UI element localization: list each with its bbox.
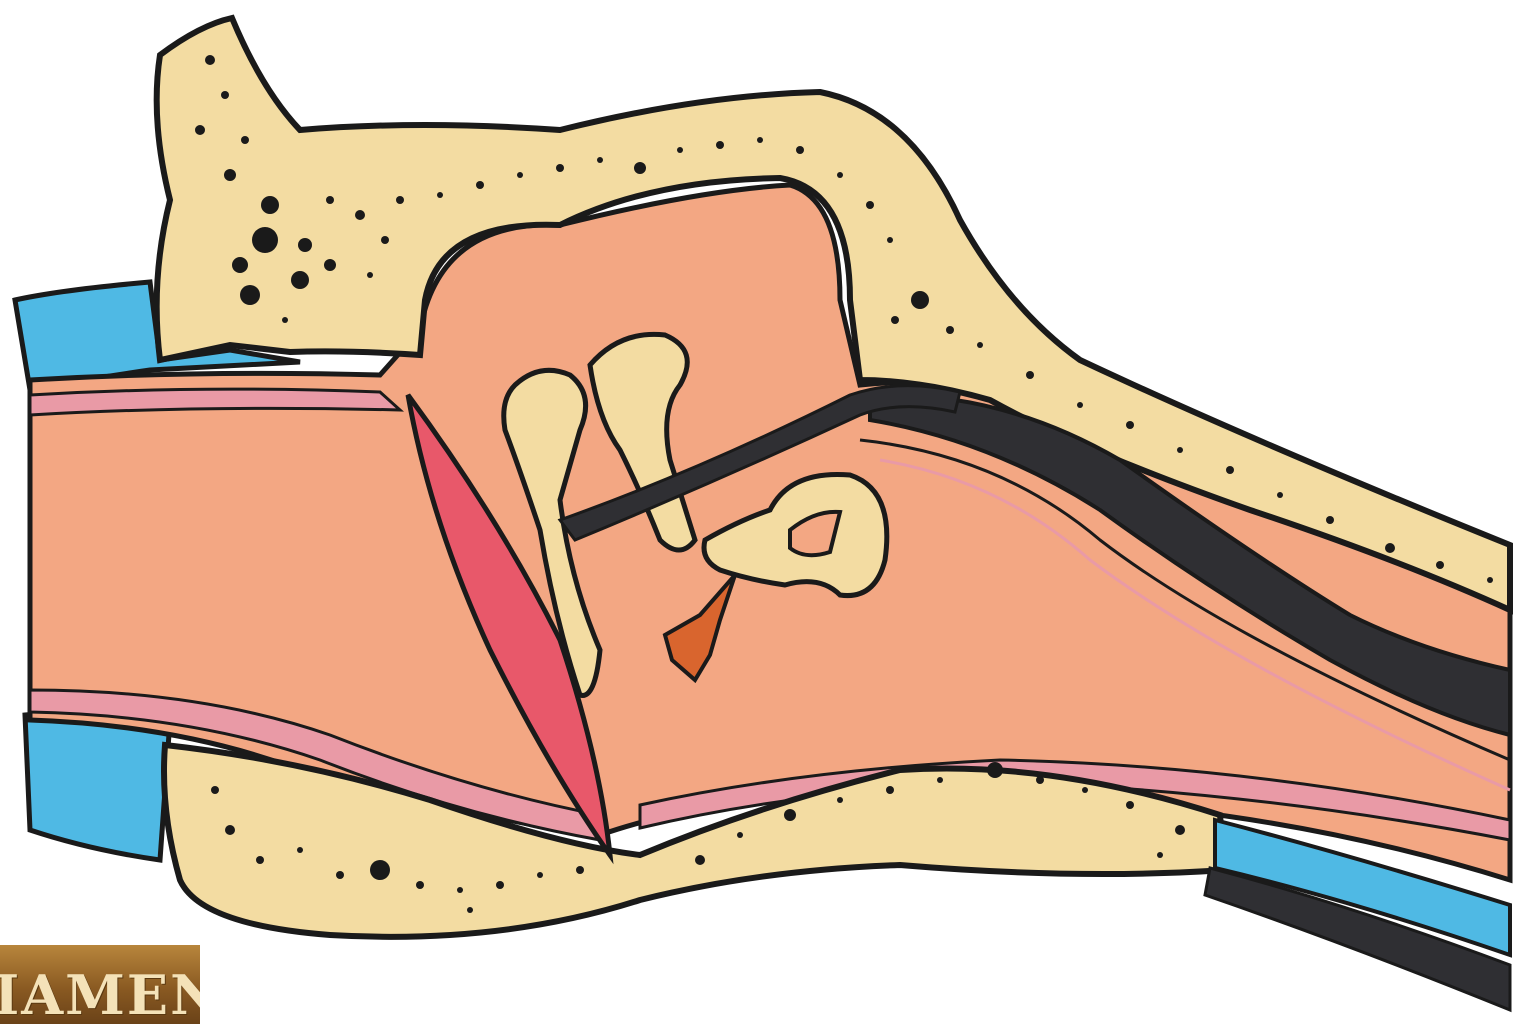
- outer-skin-lower: [25, 712, 170, 860]
- watermark-logo: IAMEN: [0, 945, 200, 1024]
- watermark-text: IAMEN: [0, 963, 200, 1024]
